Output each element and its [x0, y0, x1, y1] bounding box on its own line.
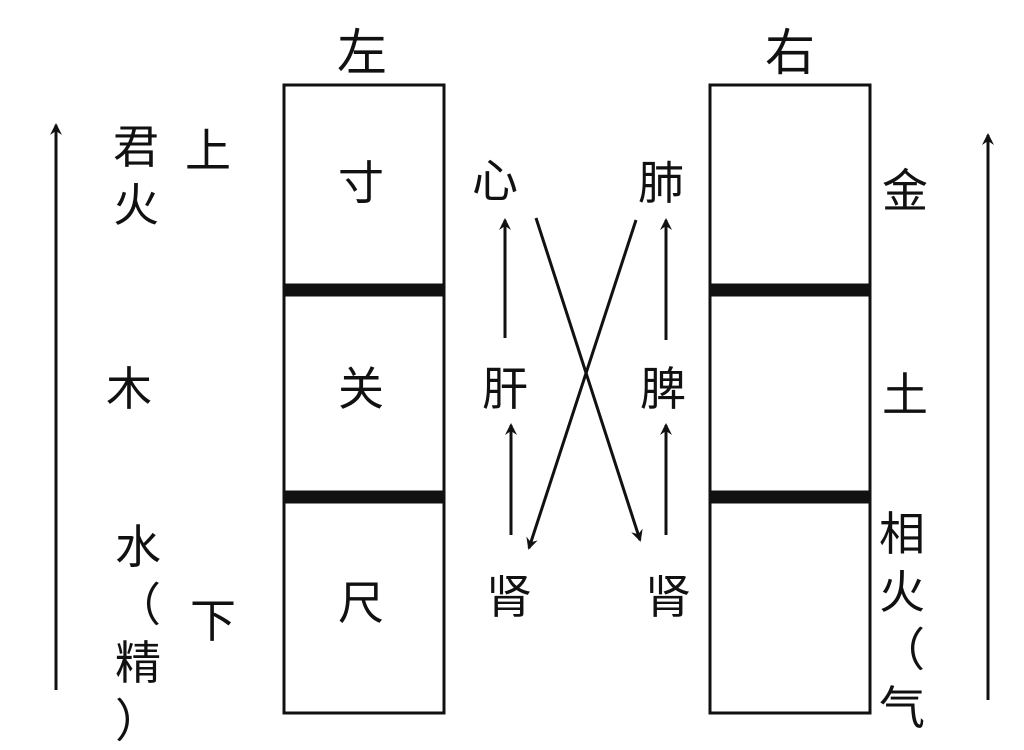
right-top-element: 金	[882, 164, 928, 218]
header-left: 左	[337, 24, 387, 82]
right-bottom-element-char-3: （	[879, 623, 925, 677]
right-pulse-box	[708, 83, 872, 715]
right-bottom-element-char-4: 气	[879, 681, 925, 735]
arrow-lung-to-left-kidney	[526, 219, 638, 550]
organ-kidney-left: 肾	[486, 570, 532, 624]
bottom-marker: 下	[190, 594, 236, 648]
left-top-element-char-1: 君	[113, 120, 159, 174]
organ-kidney-right: 肾	[645, 570, 691, 624]
left-bottom-element-char-2: （	[115, 578, 161, 632]
organ-spleen: 脾	[640, 362, 686, 416]
right-bottom-element-char-1: 相	[879, 507, 925, 561]
right-bottom-element-char-2: 火	[879, 565, 925, 619]
arrow-heart-to-right-kidney	[534, 217, 643, 542]
left-bottom-element-char-4: ）	[115, 694, 161, 748]
pulse-position-cun: 寸	[338, 156, 384, 210]
top-marker: 上	[185, 124, 231, 178]
header-right: 右	[765, 24, 815, 82]
pulse-position-guan: 关	[338, 362, 384, 416]
left-top-element-char-2: 火	[113, 178, 159, 232]
right-middle-element: 土	[882, 368, 928, 422]
left-top-element: 君 火	[106, 118, 166, 234]
left-pulse-box	[282, 83, 446, 715]
pulse-position-chi: 尺	[338, 576, 384, 630]
organ-lung: 肺	[638, 156, 684, 210]
organ-liver: 肝	[482, 362, 528, 416]
left-bottom-element: 水 （ 精 ）	[108, 518, 168, 750]
left-bottom-element-char-1: 水	[115, 520, 161, 574]
organ-heart: 心	[472, 154, 518, 208]
left-bottom-element-char-3: 精	[115, 636, 161, 690]
left-middle-element: 木	[106, 362, 152, 416]
right-bottom-element: 相 火 （ 气	[872, 505, 932, 737]
